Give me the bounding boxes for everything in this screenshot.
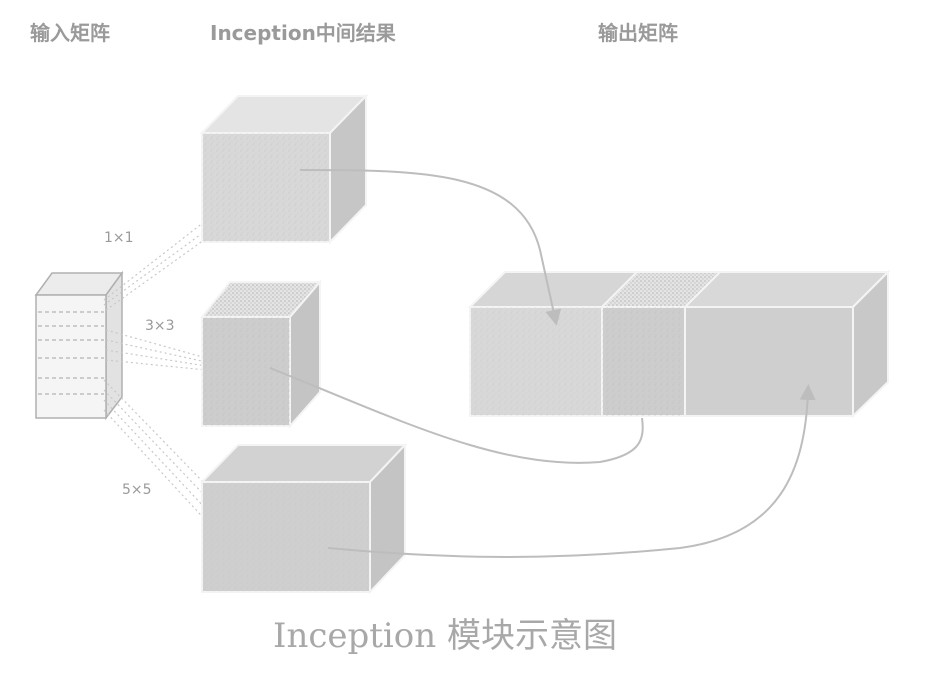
kernel-label-3x3: 3×3 <box>145 318 175 334</box>
output-segment-5x5 <box>684 306 854 417</box>
output-matrix <box>467 269 891 419</box>
header-intermediate: Inception中间结果 <box>210 21 396 45</box>
intermediate-cube-3x3 <box>199 279 323 429</box>
intermediate-cube-1x1 <box>199 93 369 245</box>
intermediate-cube-5x5 <box>199 442 408 595</box>
kernel-label-1x1: 1×1 <box>104 230 134 246</box>
figure-caption: Inception 模块示意图 <box>273 616 617 656</box>
header-output: 输出矩阵 <box>598 21 678 45</box>
input-cube <box>34 270 124 421</box>
header-input: 输入矩阵 <box>30 21 110 45</box>
connector-curves <box>269 169 816 558</box>
kernel-label-5x5: 5×5 <box>122 482 152 498</box>
projection-lines <box>103 221 241 526</box>
